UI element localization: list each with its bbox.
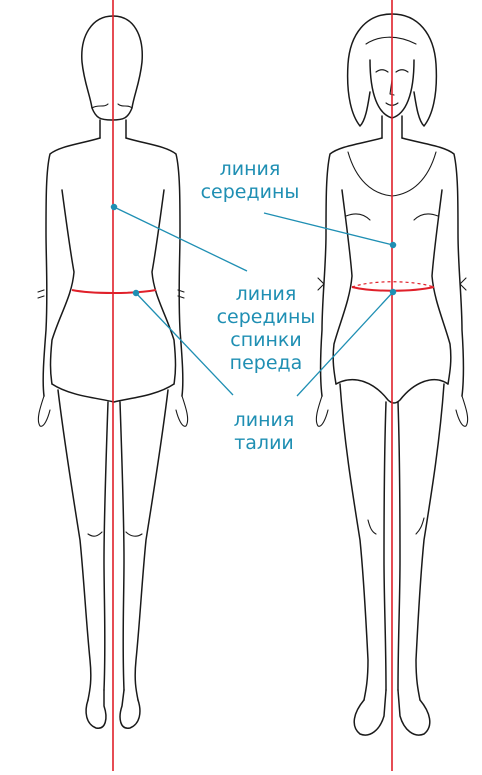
leader-back-middle-dot [111,204,116,209]
label-middle-line-back-line2: середины [212,306,320,329]
label-middle-line-front-line2: середины [196,181,304,204]
leader-back-waist-dot [133,290,138,295]
label-waist-line-line2: талии [210,432,318,455]
waist-line-back [72,290,156,293]
label-middle-line-back-line4: переда [212,352,320,375]
label-waist-line-line1: линия [210,409,318,432]
label-middle-line-back-line1: линия [212,283,320,306]
leader-front-middle-dot [390,242,395,247]
waist-line-front-back-half [352,282,434,287]
label-middle-line-front-line1: линия [196,158,304,181]
label-middle-line-front: линия середины [196,158,304,204]
leader-front-waist-dot [390,289,395,294]
label-middle-line-back-front: линия середины спинки переда [212,283,320,375]
label-waist-line: линия талии [210,409,318,455]
leader-front-middle [264,213,393,245]
label-middle-line-back-line3: спинки [212,329,320,352]
